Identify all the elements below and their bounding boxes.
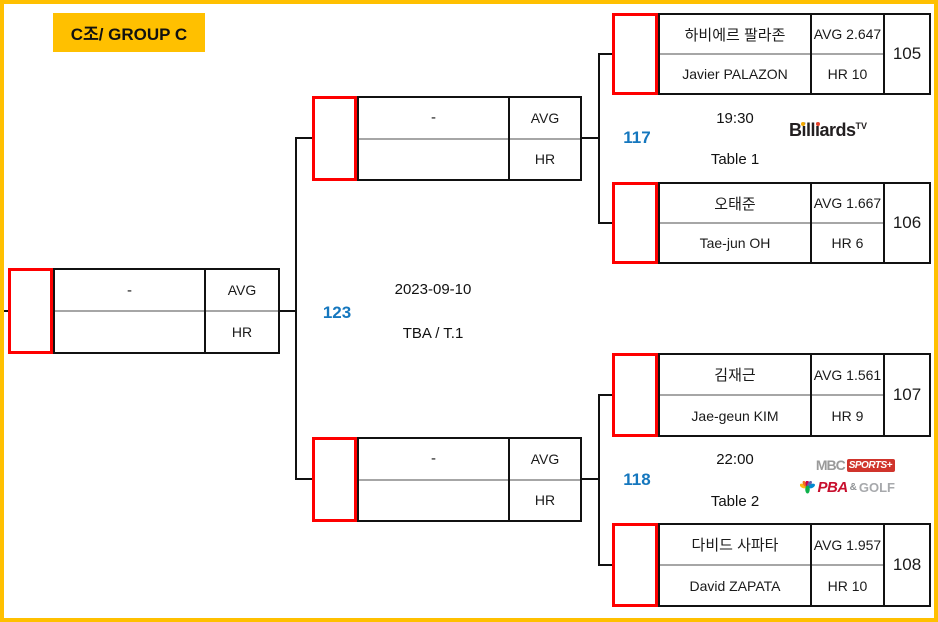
ampersand-text: & bbox=[849, 481, 857, 493]
mbc-text: MBC bbox=[815, 457, 846, 473]
pba-text: PBA bbox=[817, 478, 848, 496]
player-avg: AVG 1.561 bbox=[812, 355, 883, 396]
semifinal-top-winner-box: - AVG HR bbox=[312, 96, 582, 181]
player-name-cell: 하비에르 팔라존 Javier PALAZON bbox=[660, 15, 810, 93]
avg-label: AVG bbox=[510, 98, 580, 140]
semifinal-bottom-winner-box: - AVG HR bbox=[312, 437, 582, 522]
player-box-106: 오태준 Tae-jun OH AVG 1.667 HR 6 106 bbox=[612, 182, 931, 264]
player-name-en: Tae-jun OH bbox=[699, 235, 771, 251]
connector-line bbox=[598, 222, 612, 224]
billiards-tv-text: Billiards bbox=[789, 120, 856, 140]
match-number-cell: 106 bbox=[883, 184, 929, 262]
player-name-en: Javier PALAZON bbox=[682, 66, 788, 82]
mbc-sports-logo: MBC SPORTS+ bbox=[779, 456, 895, 474]
winner-name: - bbox=[359, 98, 508, 140]
match-118-time: 22:00 bbox=[716, 451, 754, 468]
player-name-cell: 다비드 사파타 David ZAPATA bbox=[660, 525, 810, 605]
player-stats-cell: AVG 1.957 HR 10 bbox=[810, 525, 883, 605]
connector-line bbox=[598, 564, 612, 566]
connector-line bbox=[582, 478, 600, 480]
seed-box bbox=[312, 96, 357, 181]
player-avg: AVG 1.667 bbox=[812, 184, 883, 224]
player-hr: HR 10 bbox=[827, 66, 868, 82]
billiards-tv-logo: BilliardsTV bbox=[789, 120, 867, 141]
match-number-cell: 105 bbox=[883, 15, 929, 93]
hr-label: HR bbox=[534, 492, 556, 509]
player-stats-cell: AVG 1.561 HR 9 bbox=[810, 355, 883, 435]
winner-name-en bbox=[359, 140, 508, 180]
player-hr: HR 9 bbox=[831, 407, 864, 424]
avg-label: AVG bbox=[510, 439, 580, 481]
player-name-en: Jae-geun KIM bbox=[691, 407, 779, 424]
seed-box bbox=[612, 353, 658, 437]
match-117-time: 19:30 bbox=[716, 110, 754, 127]
winner-name: - bbox=[55, 270, 204, 312]
seed-box bbox=[312, 437, 357, 522]
pba-golf-logo: PBA & GOLF bbox=[779, 477, 895, 497]
player-name-kr: 다비드 사파타 bbox=[660, 525, 810, 566]
player-box-108: 다비드 사파타 David ZAPATA AVG 1.957 HR 10 108 bbox=[612, 523, 931, 607]
final-winner-box: - AVG HR bbox=[8, 268, 280, 354]
player-avg: AVG 1.957 bbox=[812, 525, 883, 566]
winner-stats-cell: AVG HR bbox=[508, 439, 580, 520]
connector-line bbox=[295, 478, 312, 480]
match-118-number: 118 bbox=[623, 470, 651, 489]
player-avg: AVG 2.647 bbox=[812, 15, 883, 55]
player-name-kr: 하비에르 팔라존 bbox=[660, 15, 810, 55]
billiards-red-dot-icon bbox=[816, 122, 820, 126]
mbc-sports-pba-golf-logo: MBC SPORTS+ PBA & GOLF bbox=[779, 456, 895, 497]
winner-stats-cell: AVG HR bbox=[508, 98, 580, 179]
hr-label: HR bbox=[534, 151, 556, 168]
player-hr: HR 6 bbox=[831, 235, 864, 251]
avg-label: AVG bbox=[206, 270, 278, 312]
match-117-table: Table 1 bbox=[710, 151, 760, 168]
match-117-number: 117 bbox=[623, 128, 651, 147]
match-123-number: 123 bbox=[322, 303, 352, 322]
match-118-table: Table 2 bbox=[710, 493, 760, 510]
player-hr: HR 10 bbox=[827, 577, 868, 594]
player-stats-cell: AVG 1.667 HR 6 bbox=[810, 184, 883, 262]
group-title: C조/ GROUP C bbox=[53, 13, 205, 52]
winner-name-en bbox=[359, 481, 508, 521]
billiards-tv-sup: TV bbox=[855, 121, 868, 131]
peacock-icon bbox=[800, 480, 816, 493]
player-stats-cell: AVG 2.647 HR 10 bbox=[810, 15, 883, 93]
winner-stats-cell: AVG HR bbox=[204, 270, 278, 352]
seed-box bbox=[612, 182, 658, 264]
player-name-cell: 오태준 Tae-jun OH bbox=[660, 184, 810, 262]
connector-line bbox=[0, 310, 8, 312]
golf-text: GOLF bbox=[858, 479, 895, 495]
billiards-yellow-dot-icon bbox=[801, 122, 805, 126]
player-name-kr: 김재근 bbox=[660, 355, 810, 396]
connector-line bbox=[295, 137, 312, 139]
connector-line bbox=[280, 310, 297, 312]
seed-box bbox=[612, 13, 658, 95]
match-number-cell: 107 bbox=[883, 355, 929, 435]
player-name-en: David ZAPATA bbox=[689, 577, 781, 594]
player-name-cell: 김재근 Jae-geun KIM bbox=[660, 355, 810, 435]
seed-box bbox=[612, 523, 658, 607]
player-box-105: 하비에르 팔라존 Javier PALAZON AVG 2.647 HR 10 … bbox=[612, 13, 931, 95]
match-number-cell: 108 bbox=[883, 525, 929, 605]
winner-name-en bbox=[55, 312, 204, 352]
winner-name-cell: - bbox=[359, 98, 508, 179]
winner-name: - bbox=[359, 439, 508, 481]
connector-line bbox=[582, 137, 600, 139]
connector-line bbox=[598, 394, 600, 566]
connector-line bbox=[295, 137, 297, 480]
connector-line bbox=[598, 394, 612, 396]
connector-line bbox=[598, 53, 612, 55]
sports-plus-badge: SPORTS+ bbox=[846, 458, 895, 472]
hr-label: HR bbox=[231, 324, 253, 340]
seed-box bbox=[8, 268, 53, 354]
match-123-date: 2023-09-10 bbox=[394, 281, 472, 298]
player-name-kr: 오태준 bbox=[660, 184, 810, 224]
player-box-107: 김재근 Jae-geun KIM AVG 1.561 HR 9 107 bbox=[612, 353, 931, 437]
winner-name-cell: - bbox=[55, 270, 204, 352]
match-123-table: TBA / T.1 bbox=[402, 325, 464, 342]
winner-name-cell: - bbox=[359, 439, 508, 520]
